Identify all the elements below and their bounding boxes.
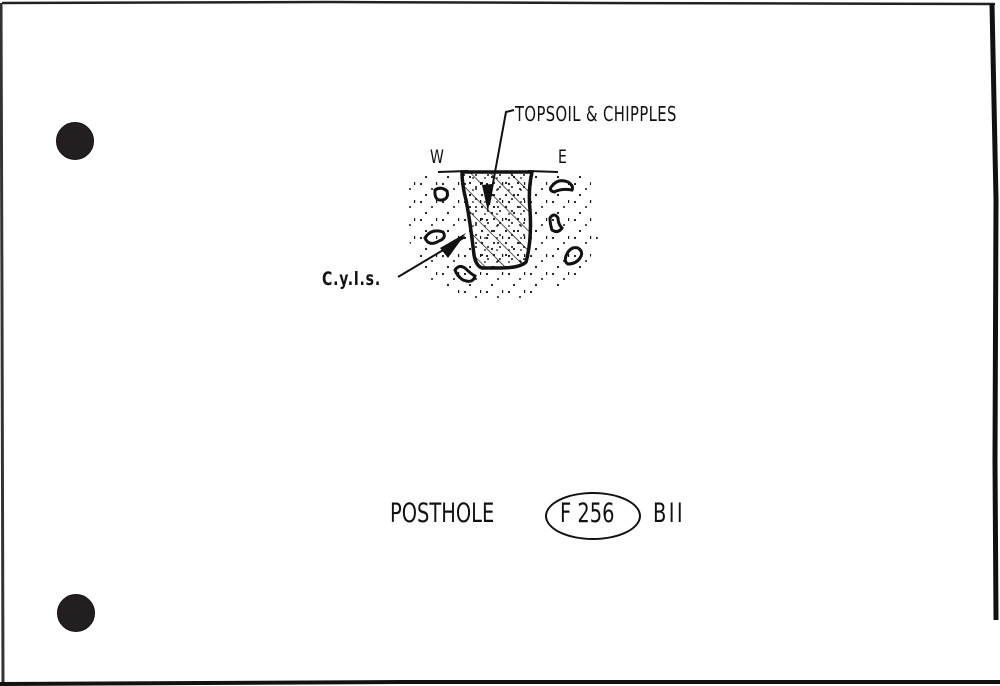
feature-number-oval bbox=[545, 492, 641, 540]
natural-label: C.y.l.s. bbox=[322, 268, 382, 290]
punch-hole-bottom bbox=[57, 594, 95, 632]
east-label: E bbox=[558, 146, 567, 168]
west-label: W bbox=[430, 146, 444, 168]
caption-title: POSTHOLE bbox=[390, 498, 495, 529]
area-code: BII bbox=[653, 498, 685, 529]
feature-number: F 256 bbox=[560, 498, 615, 529]
fill-label: TOPSOIL & CHIPPLES bbox=[515, 102, 677, 126]
posthole-section-drawing bbox=[397, 109, 598, 298]
punch-hole-top bbox=[56, 122, 94, 160]
